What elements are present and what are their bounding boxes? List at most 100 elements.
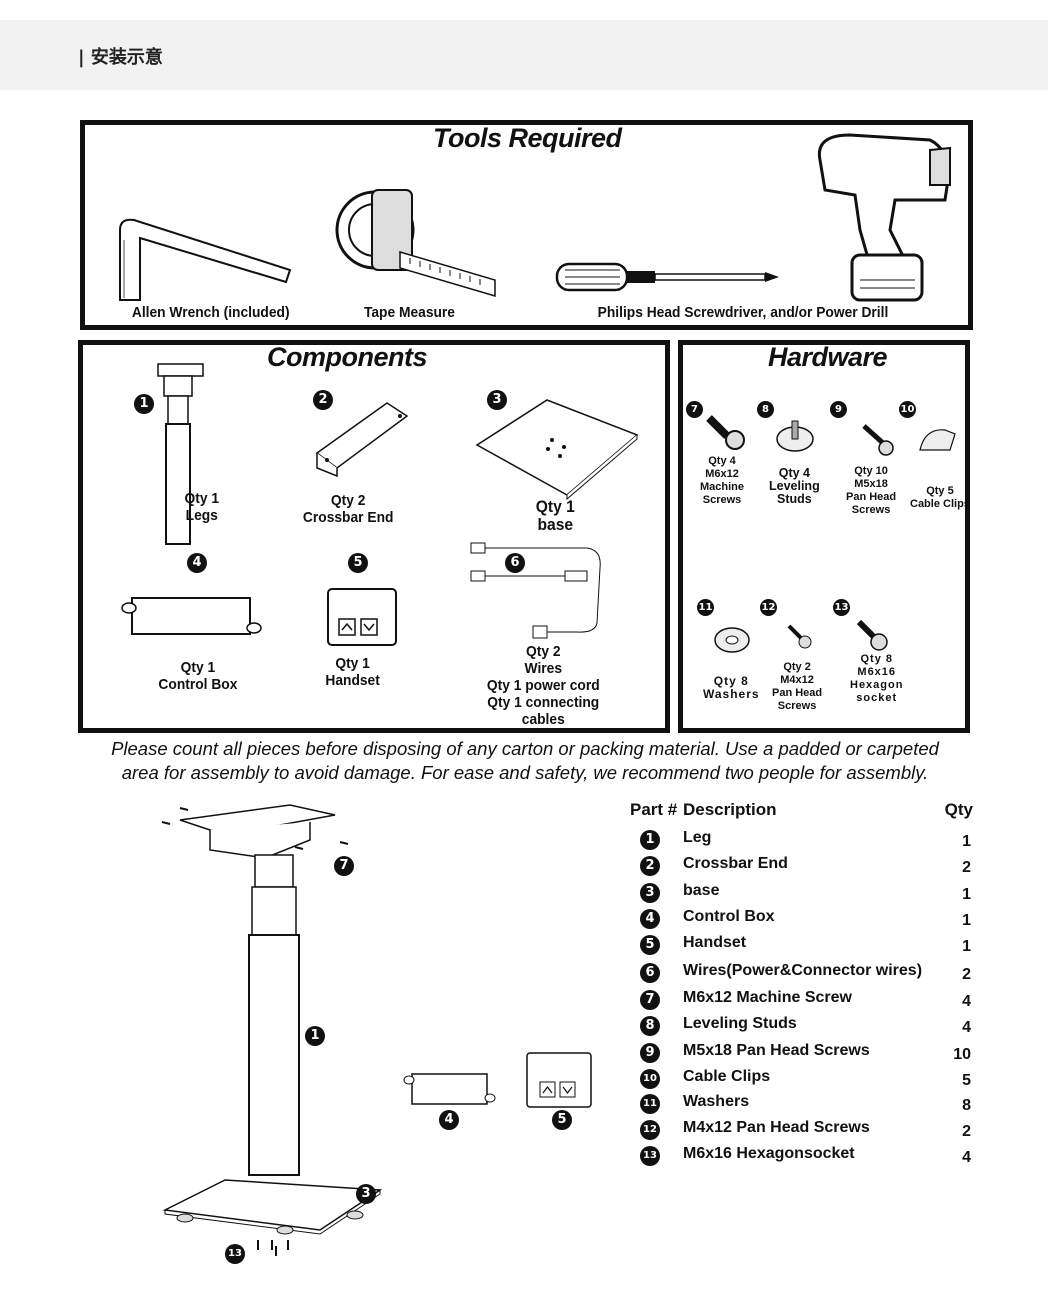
component-number-2: 2 (313, 390, 333, 410)
component-number-5: 5 (348, 553, 368, 573)
page-header: | 安装示意 (0, 20, 1048, 90)
hardware-panel (678, 340, 970, 733)
hexagon-socket-icon (856, 619, 888, 651)
diagram-label-3: 3 (356, 1184, 376, 1204)
allen-wrench-icon (119, 218, 292, 301)
part-qty: 4 (962, 1149, 971, 1166)
part-qty: 2 (962, 966, 971, 983)
part-description: M4x12 Pan Head Screws (683, 1119, 870, 1136)
part-description: Cable Clips (683, 1068, 771, 1085)
part-number-badge: 12 (640, 1120, 660, 1140)
screwdriver-icon (555, 262, 779, 292)
tool-label-screwdriver-drill: Philips Head Screwdriver, and/or Power D… (597, 304, 889, 321)
hardware-number-9: 9 (830, 401, 847, 418)
leveling-stud-icon (776, 420, 814, 452)
crossbar-end-illustration (315, 402, 409, 478)
part-description: Control Box (683, 908, 775, 925)
parts-table-header: Part # Description Qty (630, 800, 975, 824)
part-description: M6x16 Hexagonsocket (683, 1145, 855, 1162)
base-illustration (475, 399, 639, 501)
part-qty: 2 (962, 859, 971, 876)
part-qty: 4 (962, 993, 971, 1010)
hardware-number-12: 12 (760, 599, 777, 616)
part-description: Handset (683, 934, 747, 951)
control-box-illustration (121, 597, 262, 635)
diagram-label-4: 4 (439, 1110, 459, 1130)
part-description: Leveling Studs (683, 1015, 797, 1032)
table-row: 12 M4x12 Pan Head Screws 2 (630, 1117, 975, 1143)
hardware-number-13: 13 (833, 599, 850, 616)
part-qty: 1 (962, 886, 971, 903)
part-description: Leg (683, 829, 712, 846)
header-part-number: Part # (630, 800, 678, 819)
part-qty: 2 (962, 1123, 971, 1140)
diagram-label-7: 7 (334, 856, 354, 876)
components-panel (78, 340, 670, 733)
part-number-badge: 3 (640, 883, 660, 903)
diagram-label-1: 1 (305, 1026, 325, 1046)
component-number-4: 4 (187, 553, 207, 573)
part-qty: 10 (953, 1046, 971, 1063)
component-number-3: 3 (487, 390, 507, 410)
hardware-number-11: 11 (697, 599, 714, 616)
pan-head-screw-icon (862, 424, 894, 456)
part-qty: 4 (962, 1019, 971, 1036)
part-qty: 8 (962, 1097, 971, 1114)
leg-illustration (157, 363, 204, 545)
table-row: 8 Leveling Studs 4 (630, 1013, 975, 1039)
part-number-badge: 11 (640, 1094, 660, 1114)
wires-illustration (470, 542, 601, 639)
table-row: 7 M6x12 Machine Screw 4 (630, 987, 975, 1013)
tools-required-panel (80, 120, 973, 330)
assembly-diagram (161, 804, 383, 1256)
tool-label-allen-wrench: Allen Wrench (included) (131, 304, 290, 321)
part-description: M6x12 Machine Screw (683, 989, 852, 1006)
part-description: base (683, 882, 720, 899)
diagram-control-box (403, 1073, 496, 1105)
hardware-number-10: 10 (899, 401, 916, 418)
component-number-1: 1 (134, 394, 154, 414)
handset-illustration (327, 588, 397, 646)
tool-label-tape-measure: Tape Measure (363, 304, 455, 321)
tools-heading: Tools Required (433, 123, 622, 153)
part-number-badge: 7 (640, 990, 660, 1010)
table-row: 2 Crossbar End 2 (630, 853, 975, 879)
tape-measure-icon (335, 189, 496, 298)
table-row: 3 base 1 (630, 880, 975, 906)
table-row: 10 Cable Clips 5 (630, 1066, 975, 1092)
assembly-note: Please count all pieces before disposing… (111, 738, 939, 783)
diagram-handset (526, 1052, 592, 1108)
part-number-badge: 10 (640, 1069, 660, 1089)
hardware-number-8: 8 (757, 401, 774, 418)
power-drill-icon (817, 133, 951, 302)
hardware-heading: Hardware (768, 342, 888, 372)
part-qty: 1 (962, 833, 971, 850)
part-description: Crossbar End (683, 855, 788, 872)
part-qty: 5 (962, 1072, 971, 1089)
machine-screw-icon (706, 415, 745, 450)
components-heading: Components (267, 342, 428, 372)
washer-icon (714, 627, 750, 653)
part-number-badge: 2 (640, 856, 660, 876)
part-number-badge: 6 (640, 963, 660, 983)
part-number-badge: 8 (640, 1016, 660, 1036)
part-description: Washers (683, 1093, 750, 1110)
diagram-label-13: 13 (225, 1244, 245, 1264)
